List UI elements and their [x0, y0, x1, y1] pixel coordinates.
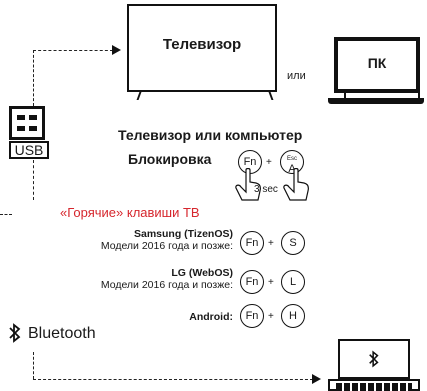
h-key: H: [281, 304, 305, 328]
pc-screen: ПК: [334, 37, 420, 93]
hand-press-icon: [235, 168, 261, 201]
pc-label: ПК: [367, 55, 387, 71]
samsung-subtitle: Модели 2016 года и позже:: [100, 240, 233, 252]
fn-key: Fn: [240, 231, 264, 255]
usb-to-tv-horizontal-line: [33, 50, 113, 51]
plus-sign: +: [268, 311, 274, 322]
lock-label: Блокировка: [128, 151, 212, 167]
plus-sign: +: [268, 277, 274, 288]
bluetooth-vertical-line: [33, 352, 34, 379]
esc-key-label: Esc: [286, 156, 297, 162]
s-key: S: [281, 231, 305, 255]
usb-down-line: [33, 160, 34, 200]
plus-sign: +: [266, 157, 272, 168]
laptop-keyboard: [336, 383, 412, 391]
tv-stand-left: [136, 92, 150, 100]
hold-time-label: 3 sec: [254, 184, 278, 195]
plus-sign: +: [268, 238, 274, 249]
left-branch-line: [0, 214, 12, 215]
usb-slot-icon: [17, 115, 25, 120]
fn-key: Fn: [240, 304, 264, 328]
tv-stand-right: [260, 92, 274, 100]
lg-title: LG (WebOS): [171, 267, 233, 279]
a-key-label: A: [288, 163, 296, 175]
or-text: или: [287, 70, 306, 82]
hand-press-icon: [283, 168, 309, 201]
bluetooth-icon: [369, 350, 379, 368]
bluetooth-icon: [9, 323, 21, 343]
tv-label: Телевизор: [162, 36, 242, 53]
usb-dongle-icon: [9, 106, 45, 140]
l-key: L: [281, 270, 305, 294]
arrow-to-laptop-icon: [312, 374, 321, 384]
lg-subtitle: Модели 2016 года и позже:: [100, 279, 233, 291]
pc-foot: [328, 98, 424, 104]
usb-to-tv-vertical-line: [33, 50, 34, 106]
tv-screen: Телевизор: [127, 4, 277, 92]
fn-key: Fn: [240, 270, 264, 294]
android-title: Android:: [189, 311, 233, 323]
bluetooth-label: Bluetooth: [28, 325, 96, 342]
usb-slot-icon: [17, 126, 25, 131]
bluetooth-horizontal-line: [33, 379, 313, 380]
esc-a-key: Esc A: [280, 150, 304, 175]
usb-label: USB: [9, 141, 49, 159]
usb-slot-icon: [29, 115, 37, 120]
samsung-title: Samsung (TizenOS): [134, 228, 233, 240]
usb-slot-icon: [29, 126, 37, 131]
tv-or-pc-title: Телевизор или компьютер: [118, 127, 303, 143]
laptop-screen: [338, 339, 410, 379]
arrow-to-tv-icon: [112, 45, 121, 55]
hotkeys-title: «Горячие» клавиши ТВ: [60, 205, 200, 220]
